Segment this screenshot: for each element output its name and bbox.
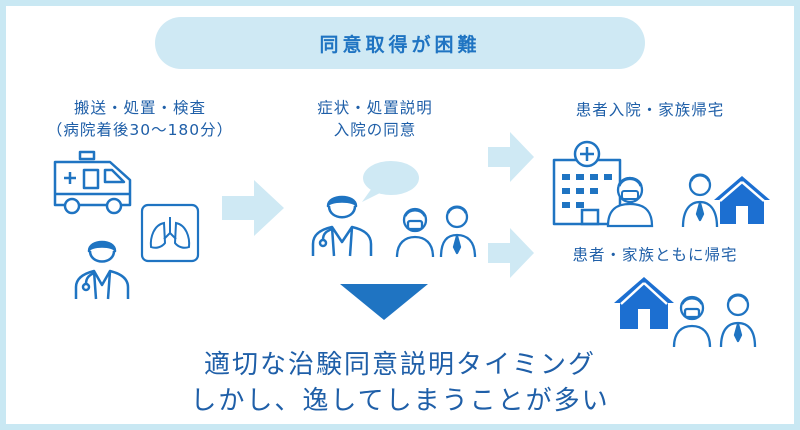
step1-label: 搬送・処置・検査 （病院着後30〜180分）	[20, 97, 260, 141]
lungs-icon	[140, 203, 200, 263]
step2-line1: 症状・処置説明	[317, 99, 433, 117]
ambulance-icon	[53, 150, 132, 215]
family-icon	[672, 293, 757, 348]
family-icon	[395, 205, 477, 258]
house-icon	[714, 176, 770, 224]
arrow-down-icon	[340, 284, 428, 320]
step1-line2: （病院着後30〜180分）	[46, 121, 234, 139]
banner-title: 同意取得が困難	[155, 17, 645, 69]
hospital-icon	[552, 140, 654, 228]
arrow-right-icon	[488, 228, 534, 278]
doctor-icon	[311, 195, 373, 257]
doctor-icon	[74, 240, 130, 300]
arrow-right-icon	[488, 132, 534, 182]
diagram-frame	[6, 6, 794, 424]
step2-label: 症状・処置説明 入院の同意	[290, 97, 460, 141]
message-line1: 適切な治験同意説明タイミング	[203, 350, 596, 380]
outcome1-label: 患者入院・家族帰宅	[575, 101, 725, 119]
speech-bubble-icon	[362, 161, 419, 202]
house-icon	[614, 277, 674, 329]
family-icon	[681, 173, 719, 228]
outcome2-label: 患者・家族ともに帰宅	[572, 246, 738, 264]
step2-line2: 入院の同意	[333, 121, 417, 139]
arrow-right-icon	[222, 180, 284, 236]
step1-line1: 搬送・処置・検査	[73, 99, 206, 117]
message-line2: しかし、逸してしまうことが多い	[190, 386, 610, 416]
